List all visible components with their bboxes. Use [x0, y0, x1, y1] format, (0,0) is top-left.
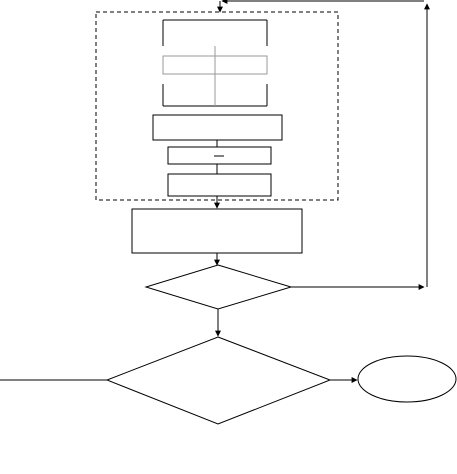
decision-2-diamond: [105, 336, 332, 425]
terminal-ellipse: [357, 355, 457, 403]
process-f-box: [131, 208, 303, 254]
decision-1-diamond: [144, 264, 293, 310]
process-e-box: [167, 173, 272, 197]
process-c-box: [152, 114, 283, 141]
